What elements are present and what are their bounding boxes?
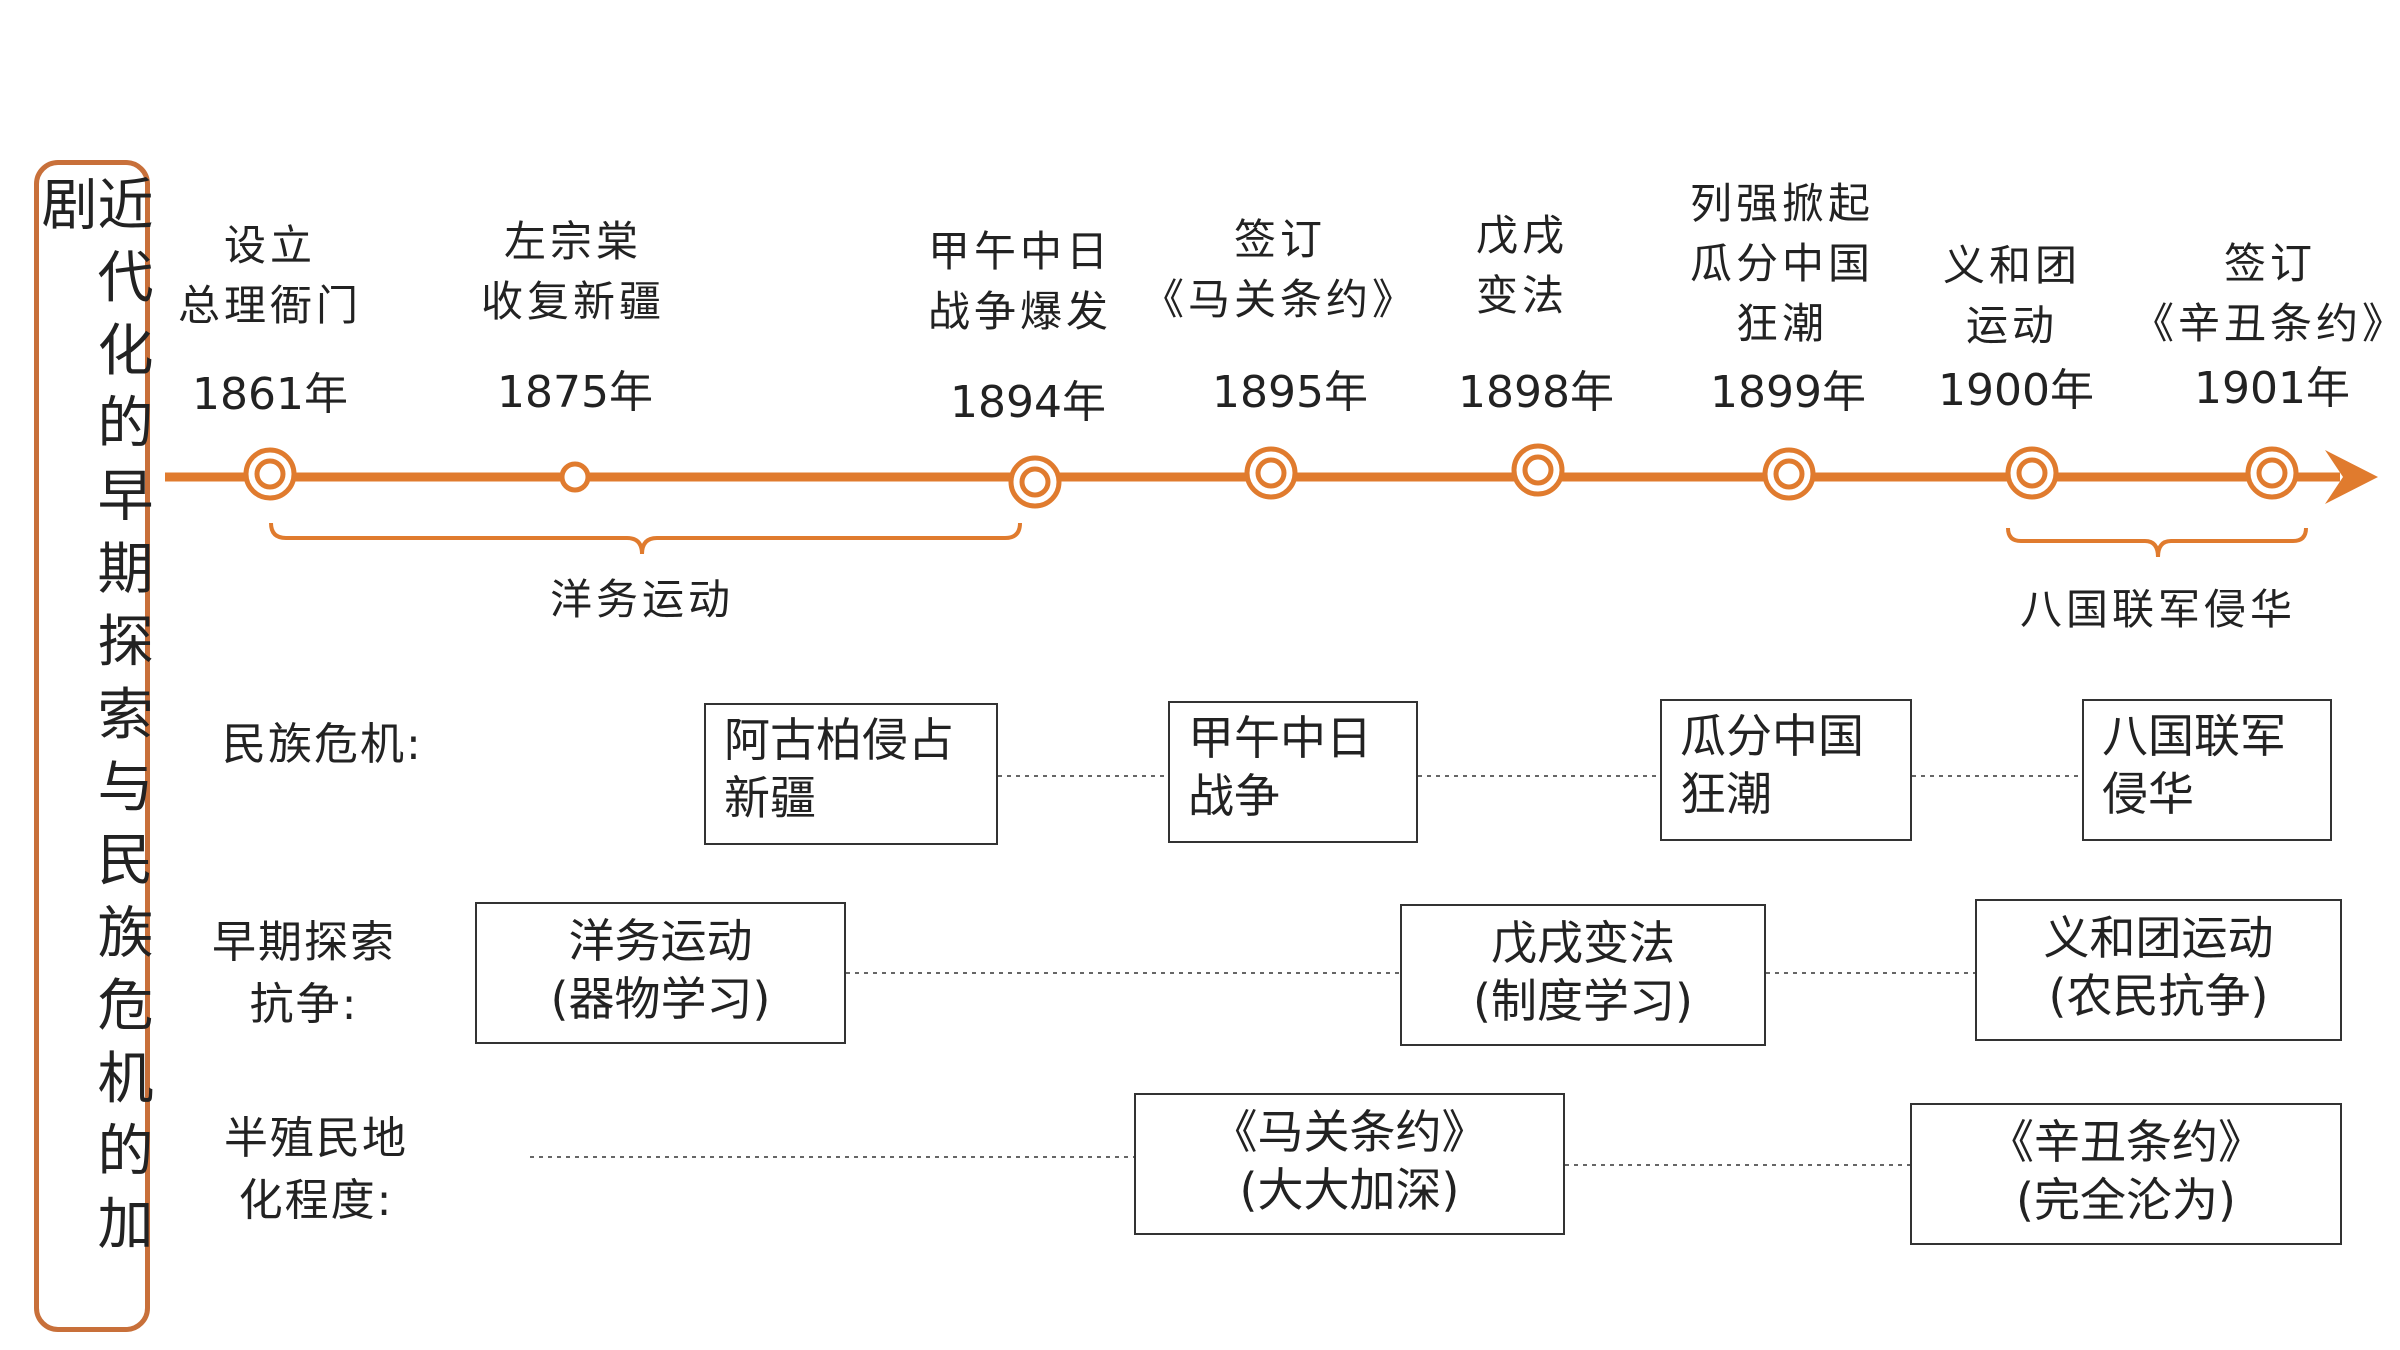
bracket-label-yangwu: 洋务运动	[549, 575, 735, 624]
event-year-1899: 1899年	[1710, 367, 1866, 418]
event-year-1898: 1898年	[1458, 367, 1614, 418]
event-label-1900: 义和团 运动	[1942, 241, 2082, 350]
semicolonial-box-xinchou: 《辛丑条约》 (完全沦为)	[1910, 1103, 2342, 1245]
timeline-marker-3	[1008, 455, 1062, 509]
timeline-marker-7	[2005, 446, 2059, 500]
timeline-marker-4	[1244, 446, 1298, 500]
event-year-1861: 1861年	[192, 369, 348, 420]
event-label-1898: 戊戌 变法	[1475, 211, 1569, 320]
event-year-1900: 1900年	[1938, 365, 2094, 416]
page-title: 近代化的早期探索与民族危机的加剧	[32, 175, 153, 1267]
semicolonial-box-maguan: 《马关条约》 (大大加深)	[1134, 1093, 1565, 1235]
crisis-box-baguo: 八国联军 侵华	[2082, 699, 2332, 841]
crisis-box-guafen: 瓜分中国 狂潮	[1660, 699, 1912, 841]
event-label-1895: 签订 《马关条约》	[1141, 215, 1419, 324]
dotted-connectors	[530, 775, 2082, 1166]
event-year-1894: 1894年	[950, 377, 1106, 428]
event-label-1894: 甲午中日 战争爆发	[927, 227, 1113, 336]
bracket-yangwu	[269, 522, 1022, 555]
row-label-exploration: 早期探索 抗争:	[212, 917, 396, 1030]
event-label-1901: 签订 《辛丑条约》	[2131, 239, 2400, 348]
event-year-1875: 1875年	[497, 367, 653, 418]
crisis-box-jiawu: 甲午中日 战争	[1168, 701, 1418, 843]
event-year-1901: 1901年	[2194, 363, 2350, 414]
timeline-marker-5	[1511, 443, 1565, 497]
exploration-box-yihetuan: 义和团运动 (农民抗争)	[1975, 899, 2342, 1041]
title-box: 近代化的早期探索与民族危机的加剧	[32, 160, 153, 1332]
row-label-semicolonial: 半殖民地 化程度:	[224, 1113, 408, 1226]
row-label-crisis: 民族危机:	[222, 719, 423, 770]
timeline-arrowhead	[2325, 450, 2378, 504]
exploration-box-wuxu: 戊戌变法 (制度学习)	[1400, 904, 1766, 1046]
timeline-marker-6	[1762, 447, 1816, 501]
bracket-label-baguo: 八国联军侵华	[2019, 585, 2297, 634]
bracket-baguo	[2006, 527, 2308, 558]
crisis-box-agubo: 阿古柏侵占 新疆	[704, 703, 998, 845]
event-label-1875: 左宗棠 收复新疆	[480, 217, 666, 326]
timeline-marker-1	[243, 447, 297, 501]
exploration-box-yangwu: 洋务运动 (器物学习)	[475, 902, 846, 1044]
event-label-1861: 设立 总理衙门	[177, 221, 363, 330]
event-label-1899: 列强掀起 瓜分中国 狂潮	[1689, 179, 1875, 348]
timeline-marker-2	[559, 461, 591, 493]
event-year-1895: 1895年	[1212, 367, 1368, 418]
timeline-marker-8	[2245, 446, 2299, 500]
